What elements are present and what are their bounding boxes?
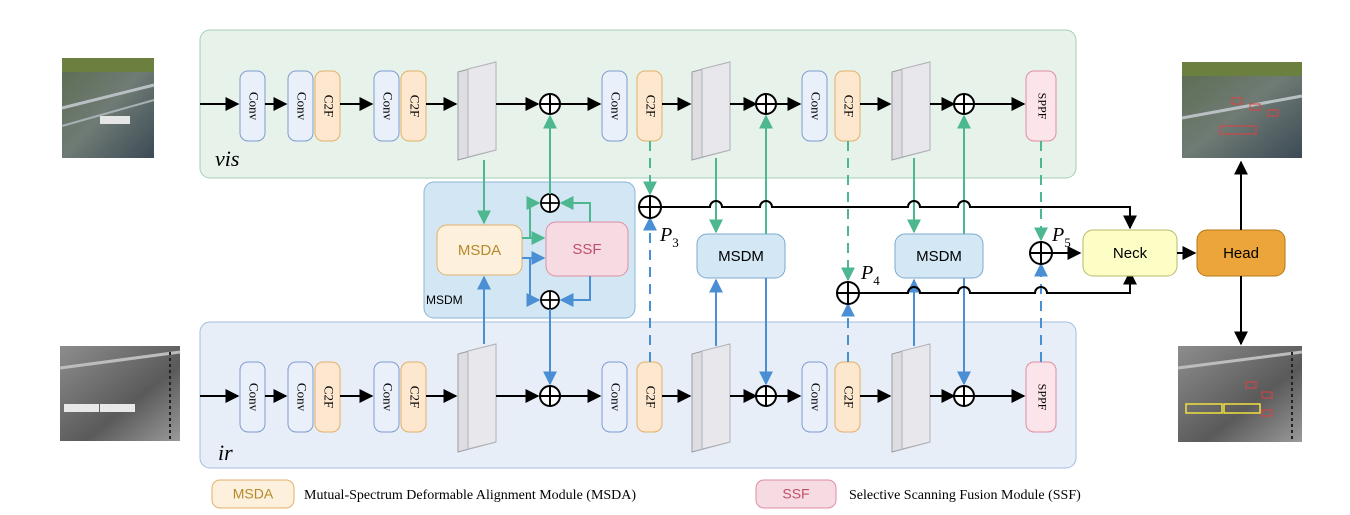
ir-feature-map-3 [891, 343, 931, 453]
p3-label: P3 [659, 224, 679, 250]
p5-fusion-sum [1029, 241, 1053, 265]
vis-c2f-1-label: C2F [322, 95, 337, 117]
ir-sum-2 [755, 385, 777, 407]
vis-c2f-1 [314, 70, 341, 142]
msdm-green-sum [540, 193, 560, 213]
msdm-block-2 [696, 233, 786, 279]
ssf-block-label: SSF [572, 241, 601, 258]
p5-label: P5 [1051, 224, 1071, 250]
ir-conv-4-label: Conv [609, 383, 624, 412]
vis-conv-3 [373, 70, 400, 142]
neck-label: Neck [1113, 245, 1148, 262]
p3-fusion-sum [638, 195, 662, 219]
ir-input-image [59, 346, 181, 441]
msdm-blue-sum [540, 290, 560, 310]
ir-feature-map-2 [691, 343, 731, 453]
ir-conv-5 [801, 361, 828, 433]
vis-conv-4-label: Conv [609, 92, 624, 121]
vis-sum-1 [539, 93, 561, 115]
msdm-block-3 [894, 233, 984, 279]
vis-conv-2-label: Conv [295, 92, 310, 121]
ir-sum-3 [953, 385, 975, 407]
vis-conv-4 [601, 70, 628, 142]
head-label: Head [1223, 245, 1259, 262]
vis-conv-1-label: Conv [247, 92, 262, 121]
vis-conv-2 [287, 70, 314, 142]
vis-sppf-label: SPPF [1035, 93, 1049, 120]
ir-sum-1 [539, 385, 561, 407]
vis-feature-map-2 [691, 61, 731, 161]
vis-conv-3-label: Conv [381, 92, 396, 121]
legend-ssf-tag: SSF [782, 486, 809, 502]
ir-conv-2 [287, 361, 314, 433]
vis-sum-2 [755, 93, 777, 115]
vis-conv-1 [239, 70, 266, 142]
vis-c2f-2 [400, 70, 427, 142]
ir-sppf-label: SPPF [1035, 384, 1049, 411]
ir-c2f-4-label: C2F [842, 386, 857, 408]
msdm-block-3-label: MSDM [916, 248, 962, 265]
legend-ssf-swatch [755, 479, 837, 509]
vis-feature-map-3 [891, 61, 931, 161]
ir-output-image [1177, 346, 1303, 442]
msdm-detail-panel [423, 181, 636, 319]
msda-block [436, 224, 523, 276]
ir-c2f-3-label: C2F [644, 386, 659, 408]
ir-conv-5-label: Conv [809, 383, 824, 412]
vis-c2f-2-label: C2F [408, 95, 423, 117]
p4-fusion-sum [836, 281, 860, 305]
vis-sum-3 [953, 93, 975, 115]
ir-conv-2-label: Conv [295, 383, 310, 412]
legend-msda-tag: MSDA [233, 486, 274, 502]
ir-c2f-2-label: C2F [408, 386, 423, 408]
vis-c2f-3-label: C2F [644, 95, 659, 117]
ir-conv-4 [601, 361, 628, 433]
ir-c2f-1-label: C2F [322, 386, 337, 408]
p4-route [859, 270, 1137, 294]
vis-output-image [1181, 62, 1303, 158]
p3-route [661, 200, 1137, 230]
legend-msda-swatch [211, 479, 295, 509]
vis-input-image [61, 58, 155, 158]
msda-block-label: MSDA [458, 242, 501, 259]
vis-conv-5-label: Conv [809, 92, 824, 121]
legend-msda-text: Mutual-Spectrum Deformable Alignment Mod… [304, 488, 636, 503]
vis-c2f-4-label: C2F [842, 95, 857, 117]
msdm-detail-label: MSDM [426, 293, 463, 307]
ir-conv-3-label: Conv [381, 383, 396, 412]
vis-feature-map-1 [457, 61, 497, 161]
ir-label: ir [218, 440, 233, 465]
ir-conv-3 [373, 361, 400, 433]
ir-feature-map-1 [457, 343, 497, 453]
ir-conv-1-label: Conv [247, 383, 262, 412]
p4-label: P4 [860, 262, 880, 288]
legend-ssf-text: Selective Scanning Fusion Module (SSF) [849, 488, 1081, 503]
vis-label: vis [215, 146, 239, 171]
ssf-block [545, 221, 629, 277]
msdm-block-2-label: MSDM [718, 248, 764, 265]
vis-conv-5 [801, 70, 828, 142]
